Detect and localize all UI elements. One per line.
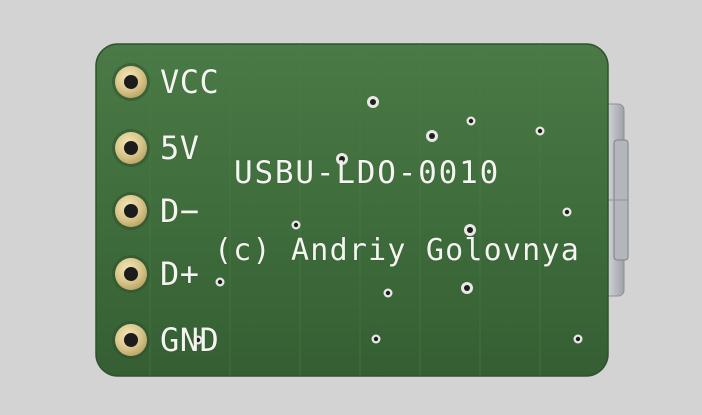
pin-label-d-minus: D− (160, 192, 200, 230)
pin-label-gnd: GND (160, 321, 220, 359)
pin-label-vcc: VCC (160, 63, 220, 101)
pin-pad-5v (112, 129, 150, 167)
board-name: USBU-LDO-0010 (234, 155, 501, 191)
copper-pour (149, 44, 541, 376)
pin-label-5v: 5V (160, 129, 200, 167)
board-credit: (c) Andriy Golovnya (214, 233, 580, 268)
pin-pad-vcc (112, 63, 150, 101)
pin-label-d-plus: D+ (160, 255, 200, 293)
pin-pad-d-minus (112, 192, 150, 230)
pin-pad-gnd (112, 321, 150, 359)
pin-pad-d-plus (112, 255, 150, 293)
vias (193, 96, 583, 345)
